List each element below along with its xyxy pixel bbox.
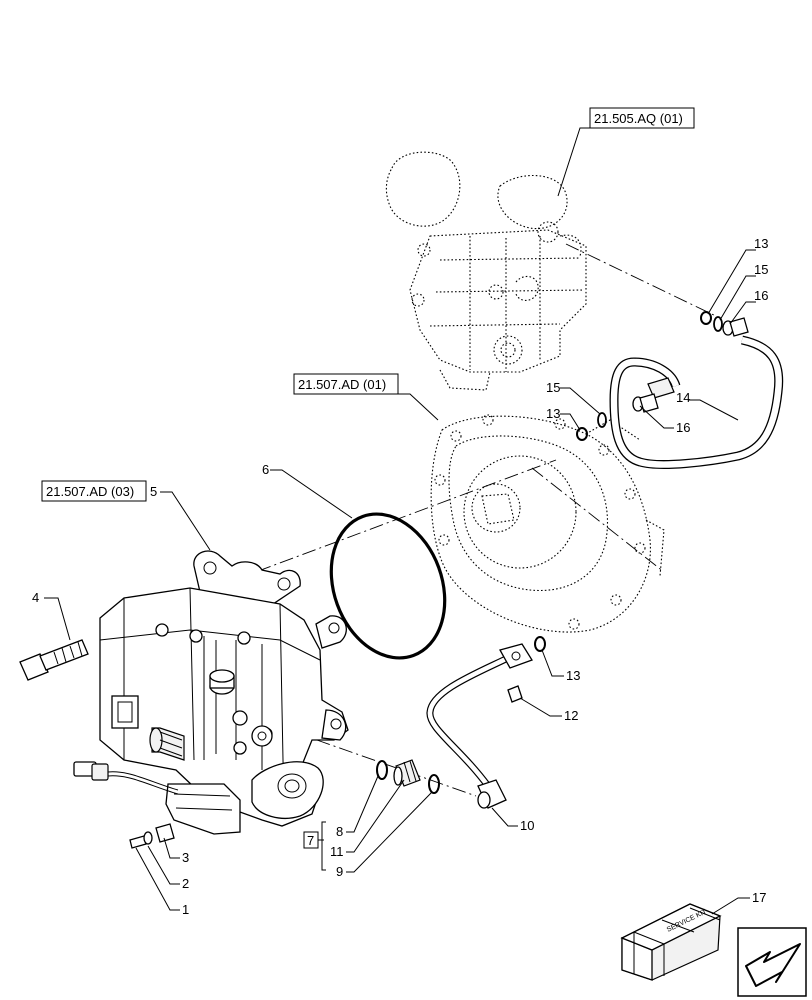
callout-7: 7 — [307, 833, 314, 848]
callout-9: 9 — [336, 864, 343, 879]
callouts: 5 6 4 3 2 1 7 8 11 9 10 12 13 15 13 16 1… — [32, 236, 768, 917]
svg-text:21.507.AD (03): 21.507.AD (03) — [46, 484, 134, 499]
part-17-service-kit: SERVICE KIT — [620, 903, 722, 981]
part-10-tube — [426, 643, 533, 809]
callout-14: 14 — [676, 390, 690, 405]
speed-sensor-with-cable — [73, 761, 179, 795]
callout-13-c: 13 — [566, 668, 580, 683]
navigation-arrow-button[interactable] — [737, 927, 807, 997]
callout-17: 17 — [752, 890, 766, 905]
parts-12-13 — [507, 311, 712, 703]
part-6-o-ring — [329, 512, 447, 660]
callout-6: 6 — [262, 462, 269, 477]
parts-1-2-3-fittings — [129, 823, 175, 849]
callout-8: 8 — [336, 824, 343, 839]
hydraulic-pump — [99, 550, 349, 835]
callout-15-b: 15 — [546, 380, 560, 395]
callout-3: 3 — [182, 850, 189, 865]
arrow-left-down-icon — [745, 943, 801, 987]
callout-1: 1 — [182, 902, 189, 917]
callout-12: 12 — [564, 708, 578, 723]
reference-21-505-aq-01[interactable]: 21.505.AQ (01) — [557, 107, 695, 197]
part-4-cap-screw — [19, 639, 89, 681]
callout-13-b: 13 — [546, 406, 560, 421]
callout-13-a: 13 — [754, 236, 768, 251]
callout-15-a: 15 — [754, 262, 768, 277]
svg-text:21.505.AQ (01): 21.505.AQ (01) — [594, 111, 683, 126]
callout-10: 10 — [520, 818, 534, 833]
callout-11: 11 — [330, 844, 344, 859]
parts-8-11-9 — [376, 759, 440, 794]
reference-21-507-ad-03[interactable]: 21.507.AD (03) — [41, 480, 147, 502]
parts-14-15-16-tube-assembly — [597, 316, 784, 469]
flywheel-housing-ghost — [430, 414, 665, 633]
svg-text:21.507.AD (01): 21.507.AD (01) — [298, 377, 386, 392]
upper-ghost-assembly — [385, 151, 587, 391]
callout-4: 4 — [32, 590, 39, 605]
callout-16-b: 16 — [676, 420, 690, 435]
callout-16-a: 16 — [754, 288, 768, 303]
callout-5: 5 — [150, 484, 157, 499]
reference-21-507-ad-01[interactable]: 21.507.AD (01) — [293, 373, 439, 421]
callout-2: 2 — [182, 876, 189, 891]
